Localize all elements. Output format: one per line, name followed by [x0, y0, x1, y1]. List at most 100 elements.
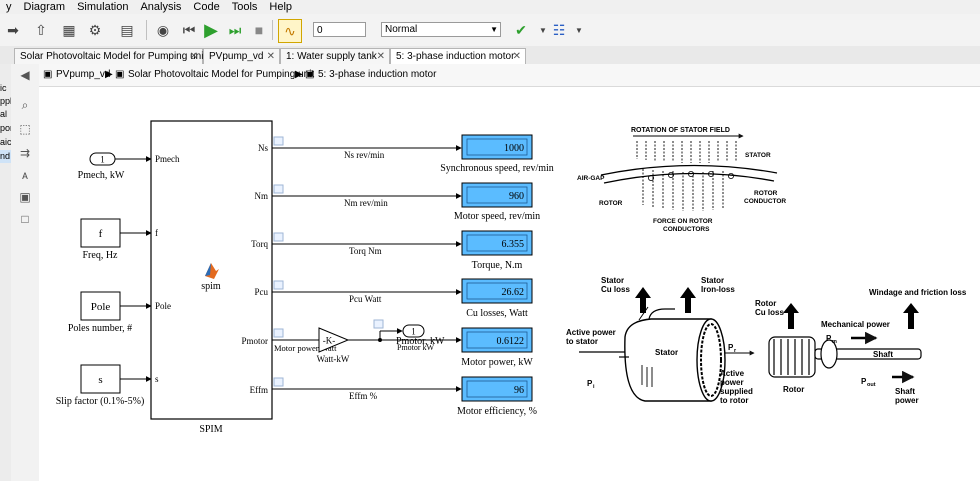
- spim-outport-label: Torq: [251, 239, 268, 249]
- spim-block[interactable]: Pmech f Pole s Ns Nm Torq Pcu Pmotor Eff…: [150, 120, 273, 420]
- display-motor-efficiency[interactable]: 96: [461, 376, 533, 402]
- tab-pvpump[interactable]: PVpump_vd✕: [203, 48, 280, 64]
- matlab-logo-icon: [205, 263, 219, 279]
- signal-label[interactable]: Pmotor kW: [397, 343, 435, 352]
- menu-diagram[interactable]: Diagram: [23, 1, 66, 13]
- tab-solar-pv-model[interactable]: Solar Photovoltaic Model for Pumping uni…: [14, 48, 206, 64]
- gear-icon[interactable]: ⚙: [88, 21, 102, 38]
- constant-slip[interactable]: s: [80, 364, 121, 394]
- browser-item[interactable]: al: [0, 109, 8, 119]
- diagram-text: ROTOR: [754, 190, 778, 197]
- step-back-icon[interactable]: ◉: [156, 21, 170, 38]
- menu-simulation[interactable]: Simulation: [77, 1, 129, 13]
- check-icon[interactable]: ✔: [515, 21, 527, 38]
- annotation-icon[interactable]: ᴀ: [22, 168, 28, 182]
- display-value: 960: [509, 191, 524, 202]
- crumb-solar-pv-model[interactable]: Solar Photovoltaic Model for Pumping uni…: [128, 69, 315, 80]
- image-icon[interactable]: ▣: [19, 190, 31, 204]
- diagram-text: to rotor: [720, 396, 748, 405]
- display-value: 6.355: [502, 239, 525, 250]
- signal-label[interactable]: Ns rev/min: [344, 150, 385, 160]
- forward-arrow-icon[interactable]: ➡: [7, 21, 19, 38]
- outport-label: Pmotor, kW: [396, 336, 445, 347]
- model-explorer-icon[interactable]: ▤: [120, 21, 134, 38]
- signal-label[interactable]: Effm %: [349, 391, 378, 401]
- diagram-text: Stator: [655, 348, 678, 357]
- tab-water-supply-tank[interactable]: 1: Water supply tank✕: [280, 48, 390, 64]
- constant-value: Pole: [91, 301, 111, 313]
- subsystem-icon: ▣: [305, 69, 315, 80]
- crumb-pvpump[interactable]: PVpump_vd: [56, 69, 111, 80]
- spim-inport-label: s: [155, 374, 159, 384]
- close-icon[interactable]: ✕: [189, 51, 198, 62]
- spim-block-name: SPIM: [199, 424, 222, 435]
- simulation-mode-select[interactable]: Normal▼: [381, 22, 501, 37]
- constant-pole[interactable]: Pole: [80, 291, 121, 321]
- diagram-text: out: [867, 382, 876, 388]
- constant-freq[interactable]: f: [80, 218, 121, 248]
- subsystem-icon: ▣: [115, 69, 125, 80]
- signal-label[interactable]: Nm rev/min: [344, 198, 388, 208]
- fit-view-icon[interactable]: ⬚: [19, 122, 31, 136]
- stop-time-input[interactable]: 0: [313, 22, 366, 37]
- tab-bar: Solar Photovoltaic Model for Pumping uni…: [0, 46, 980, 65]
- close-icon[interactable]: ✕: [376, 51, 385, 62]
- scope-icon[interactable]: ∿: [278, 19, 302, 43]
- step-back-button-icon[interactable]: ⏮: [182, 21, 196, 38]
- display-torque[interactable]: 6.355: [461, 230, 533, 256]
- library-browser-icon[interactable]: ▦: [62, 21, 76, 38]
- diagram-text: Shaft: [873, 350, 893, 359]
- display-synchronous-speed[interactable]: 1000: [461, 134, 533, 160]
- outport-pmotor[interactable]: 1: [402, 324, 425, 338]
- area-icon[interactable]: □: [21, 212, 29, 226]
- gain-value: -K-: [323, 336, 336, 346]
- browser-item[interactable]: ppl: [0, 96, 12, 106]
- signal-label[interactable]: Pcu Watt: [349, 294, 382, 304]
- diagram-text: ROTOR: [599, 200, 623, 207]
- menu-view[interactable]: y: [6, 1, 12, 13]
- close-icon[interactable]: ✕: [266, 51, 275, 62]
- browser-item-selected[interactable]: nd: [0, 150, 11, 163]
- up-arrow-icon[interactable]: ⇧: [35, 21, 47, 38]
- grid-icon[interactable]: ☷: [552, 21, 566, 38]
- display-label: Synchronous speed, rev/min: [440, 163, 554, 174]
- browser-item[interactable]: por: [0, 123, 12, 133]
- chevron-down-icon[interactable]: ▼: [575, 25, 583, 35]
- display-label: Cu losses, Watt: [466, 308, 528, 319]
- display-label: Motor speed, rev/min: [454, 211, 540, 222]
- diagram-text: Windage and friction loss: [869, 288, 967, 297]
- menu-help[interactable]: Help: [269, 1, 293, 13]
- diagram-text: Cu loss: [601, 285, 630, 294]
- diagram-text: i: [593, 384, 595, 390]
- signal-label[interactable]: Torq Nm: [349, 246, 382, 256]
- diagram-text: power: [720, 378, 744, 387]
- display-cu-losses[interactable]: 26.62: [461, 278, 533, 304]
- crumb-induction-motor[interactable]: 5: 3-phase induction motor: [318, 69, 437, 80]
- menu-code[interactable]: Code: [193, 1, 220, 13]
- inport-number: 1: [100, 155, 105, 165]
- browser-item[interactable]: aic: [0, 137, 12, 147]
- run-icon[interactable]: ▶: [204, 19, 218, 40]
- inport-pmech[interactable]: 1: [89, 152, 116, 166]
- display-value: 26.62: [502, 287, 525, 298]
- close-icon[interactable]: ✕: [512, 51, 521, 62]
- arrow-right-icon[interactable]: ⇉: [19, 146, 31, 160]
- stop-icon[interactable]: ■: [254, 22, 264, 38]
- step-forward-icon[interactable]: ⏭: [228, 21, 242, 38]
- display-motor-speed[interactable]: 960: [461, 182, 533, 208]
- tab-induction-motor[interactable]: 5: 3-phase induction motor✕: [390, 48, 526, 65]
- display-motor-power[interactable]: 0.6122: [461, 327, 533, 353]
- toolbar: ➡ ⇧ ▦ ⚙ ▤ ◉ ⏮ ▶ ⏭ ■ ∿ 0 Normal▼ ✔ ▼ ☷ ▼: [0, 14, 980, 47]
- diagram-text: Rotor: [755, 299, 776, 308]
- gain-label: Watt-kW: [317, 354, 350, 364]
- menu-analysis[interactable]: Analysis: [140, 1, 182, 13]
- signal-label[interactable]: Motor power Watt: [274, 343, 337, 353]
- hide-browser-icon[interactable]: ◀: [20, 68, 30, 82]
- zoom-icon[interactable]: ⌕: [21, 98, 29, 112]
- palette: ◀ ⌕ ⬚ ⇉ ᴀ ▣ □: [11, 64, 40, 481]
- model-canvas[interactable]: 1 Pmech, kW f Freq, Hz Pole Poles number…: [39, 87, 980, 481]
- gain-block-watt-kw[interactable]: -K-: [318, 327, 350, 353]
- browser-item[interactable]: ic: [0, 83, 7, 93]
- chevron-down-icon[interactable]: ▼: [539, 25, 547, 35]
- menu-tools[interactable]: Tools: [231, 1, 258, 13]
